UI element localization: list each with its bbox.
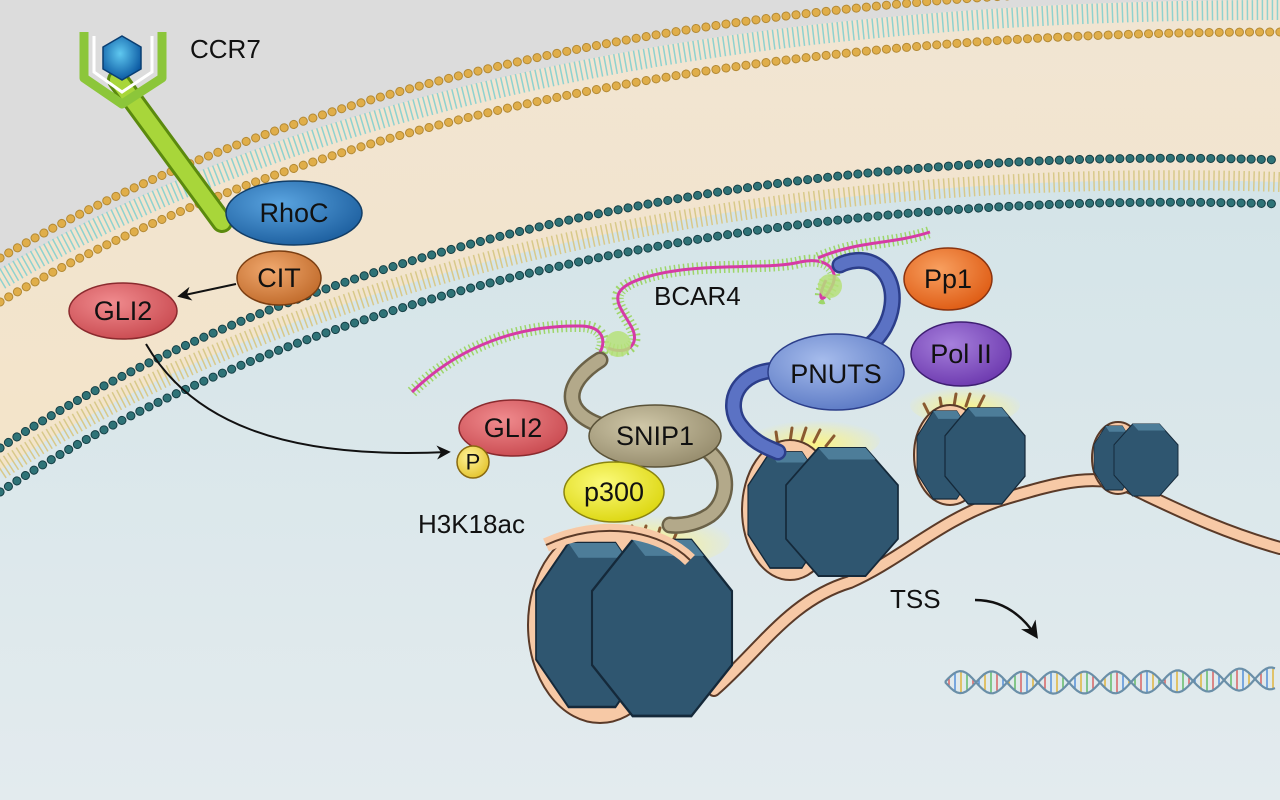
snip1-protein: SNIP1 bbox=[588, 404, 722, 468]
cell-membrane bbox=[0, 0, 1280, 307]
tss-label: TSS bbox=[890, 584, 941, 614]
svg-text:GLI2: GLI2 bbox=[94, 296, 153, 326]
svg-text:PNUTS: PNUTS bbox=[790, 359, 882, 389]
svg-text:SNIP1: SNIP1 bbox=[616, 421, 694, 451]
svg-text:GLI2: GLI2 bbox=[484, 413, 543, 443]
svg-text:CIT: CIT bbox=[257, 263, 301, 293]
rhoc-protein: RhoC bbox=[225, 180, 363, 246]
gli2-nuclear: GLI2 bbox=[458, 399, 568, 457]
gli2-cytoplasmic: GLI2 bbox=[68, 282, 178, 340]
bcar4-label: BCAR4 bbox=[654, 281, 741, 311]
p300-protein: p300 bbox=[563, 461, 665, 523]
svg-text:p300: p300 bbox=[584, 477, 644, 507]
pol2-protein: Pol II bbox=[910, 321, 1012, 387]
bcar4-lncrna bbox=[407, 226, 932, 397]
pnuts-protein: PNUTS bbox=[767, 333, 905, 411]
pp1-protein: Pp1 bbox=[903, 247, 993, 311]
phosphate-group: P bbox=[456, 445, 490, 479]
tss-arrow bbox=[974, 598, 1038, 639]
svg-text:RhoC: RhoC bbox=[259, 198, 328, 228]
h3k18ac-label: H3K18ac bbox=[418, 509, 525, 539]
ccr7-receptor bbox=[79, 32, 233, 233]
nuclear-membrane bbox=[0, 153, 1280, 497]
dna-double-helix bbox=[944, 666, 1276, 695]
ligand-hexagon-icon bbox=[102, 35, 142, 81]
svg-text:Pp1: Pp1 bbox=[924, 264, 972, 294]
nucleosome-3 bbox=[914, 405, 1025, 505]
cit-to-gli2-arrow bbox=[177, 283, 237, 301]
svg-text:Pol II: Pol II bbox=[930, 339, 992, 369]
nucleosome-2 bbox=[742, 440, 898, 580]
ccr7-label: CCR7 bbox=[190, 34, 261, 64]
nucleosome-4 bbox=[1092, 422, 1178, 496]
gli2-translocation-arrow bbox=[145, 343, 451, 460]
nucleosome-large bbox=[528, 527, 732, 723]
cit-protein: CIT bbox=[236, 250, 322, 306]
svg-text:P: P bbox=[466, 450, 481, 475]
